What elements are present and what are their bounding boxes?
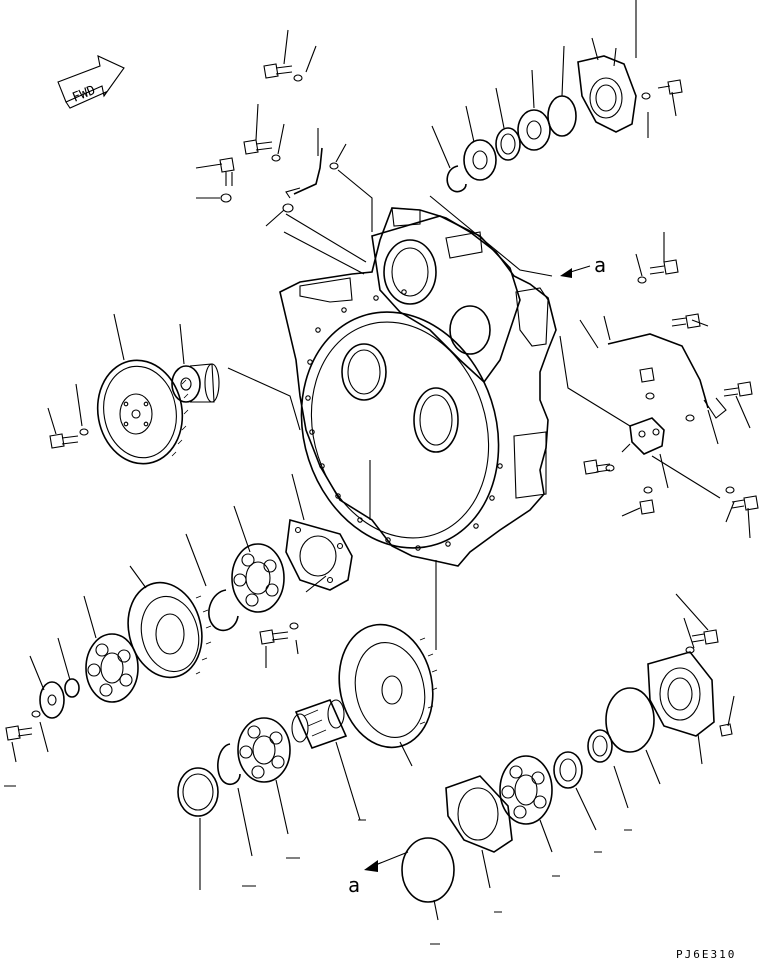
ref-letter-top: a	[594, 253, 606, 277]
snap-ring-2	[217, 743, 241, 786]
spline-shaft	[291, 698, 348, 750]
roller-bearing-4	[499, 755, 553, 825]
oil-pipe	[607, 333, 727, 419]
top-spacer	[495, 127, 521, 161]
bearing-retainer	[285, 518, 353, 591]
filter-block	[629, 417, 665, 455]
bolt-icons	[5, 63, 759, 741]
leader-lines	[11, 0, 751, 921]
bearing-cage	[445, 775, 513, 853]
lock-washer-ring	[553, 751, 583, 789]
spacer-ring	[587, 729, 613, 763]
flange-hub	[171, 363, 220, 403]
breather-hose	[285, 147, 323, 199]
roller-bearing-3	[237, 717, 291, 783]
top-ring-o	[547, 95, 577, 137]
roller-bearing-2	[85, 633, 139, 703]
flange-bolt-holes	[305, 289, 503, 551]
large-gear	[338, 623, 438, 749]
reference-arrow-top: a	[560, 253, 606, 278]
drawing-code: PJ6E310	[676, 948, 736, 961]
reference-arrow-bottom: a	[348, 851, 409, 897]
washer-icons	[31, 74, 735, 718]
top-cover	[577, 55, 637, 133]
thrust-washer	[39, 678, 80, 719]
oil-seal	[177, 767, 219, 817]
leader-ticks	[4, 785, 632, 945]
snap-ring-1	[208, 589, 239, 632]
end-cover	[647, 651, 715, 737]
transmission-housing	[279, 207, 557, 567]
top-snap-ring	[446, 165, 467, 193]
fwd-arrow-icon: FWD	[57, 55, 125, 109]
flywheel	[96, 359, 189, 465]
top-bearing-2	[463, 139, 497, 181]
o-ring	[401, 687, 655, 903]
top-bearing	[517, 109, 551, 151]
input-gear	[127, 581, 212, 679]
ref-letter-bottom: a	[348, 873, 360, 897]
roller-bearing-1	[231, 543, 285, 613]
